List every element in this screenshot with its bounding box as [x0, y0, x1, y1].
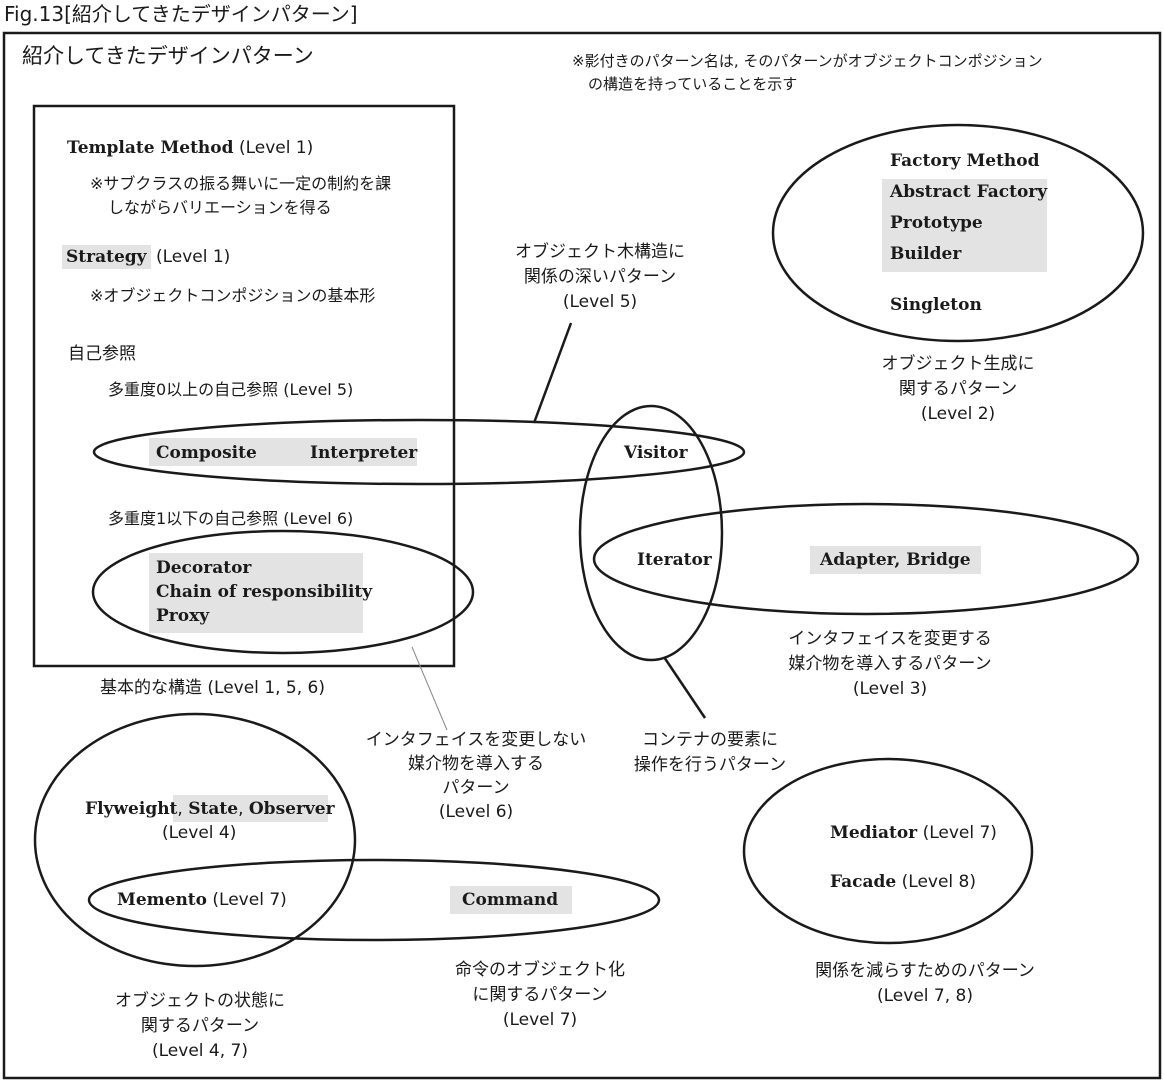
state-label-line: 関するパターン	[140, 1016, 260, 1036]
prototype-label: Prototype	[890, 213, 983, 233]
command-patterns-label: 命令のオブジェクト化 に関するパターン (Level 7)	[430, 958, 650, 1033]
relation-label-line: (Level 7, 8)	[877, 986, 973, 1006]
chain-of-responsibility-label: Chain of responsibility	[156, 582, 373, 602]
visitor-label: Visitor	[624, 443, 688, 463]
tree-label-line: 関係の深いパターン	[523, 267, 677, 287]
template-method-entry: Template Method (Level 1)	[67, 136, 313, 160]
facade-label: Facade	[830, 872, 897, 892]
state-observer-shade	[173, 795, 328, 822]
command-label-line: (Level 7)	[502, 1010, 578, 1030]
no-interface-label-line: 媒介物を導入する	[408, 754, 544, 774]
adapter-bridge-label: Adapter, Bridge	[810, 546, 981, 574]
tree-connector	[532, 322, 573, 424]
facade-level: (Level 8)	[901, 872, 976, 892]
interface-label-line: インタフェイスを変更する	[788, 629, 992, 649]
creation-shade	[882, 179, 1047, 272]
command-label-line: に関するパターン	[472, 985, 608, 1005]
state-ellipse	[33, 712, 357, 968]
decorator-group-shade	[149, 553, 363, 633]
template-note-line: ※サブクラスの振る舞いに一定の制約を課	[90, 174, 392, 193]
tree-label-line: (Level 5)	[562, 292, 638, 312]
relation-patterns-label: 関係を減らすためのパターン (Level 7, 8)	[790, 959, 1060, 1009]
creation-patterns-label: オブジェクト生成に 関するパターン (Level 2)	[838, 352, 1078, 427]
tree-patterns-label: オブジェクト木構造に 関係の深いパターン (Level 5)	[480, 240, 720, 315]
composite-ellipse	[92, 418, 746, 486]
strategy-label: Strategy	[62, 245, 151, 269]
no-interface-label-line: パターン	[442, 778, 510, 798]
memento-label: Memento	[117, 890, 207, 910]
composite-interpreter-shade	[149, 438, 417, 466]
mediator-level: (Level 7)	[922, 823, 997, 843]
decorator-ellipse	[91, 529, 475, 655]
tree-label-line: オブジェクト木構造に	[515, 242, 685, 262]
relation-ellipse	[742, 757, 1034, 945]
singleton-label: Singleton	[890, 295, 982, 315]
frame-title: 紹介してきたデザインパターン	[22, 44, 314, 68]
composite-label: Composite	[156, 443, 257, 463]
basic-structure-box	[32, 104, 456, 668]
mediator-label: Mediator	[830, 823, 918, 843]
no-interface-connector	[411, 646, 448, 731]
container-patterns-label: コンテナの要素に 操作を行うパターン	[600, 728, 820, 778]
template-note-line: しながらバリエーションを得る	[108, 198, 332, 217]
factory-method-label: Factory Method	[890, 151, 1040, 171]
creation-ellipse	[771, 123, 1145, 343]
container-label-line: 操作を行うパターン	[633, 755, 787, 775]
command-label-line: 命令のオブジェクト化	[455, 960, 625, 980]
no-interface-patterns-label: インタフェイスを変更しない 媒介物を導入する パターン (Level 6)	[346, 728, 606, 824]
memento-entry: Memento (Level 7)	[117, 888, 287, 912]
mediator-entry: Mediator (Level 7)	[830, 821, 997, 845]
proxy-label: Proxy	[156, 606, 210, 626]
creation-label-line: 関するパターン	[898, 379, 1018, 399]
no-interface-label-line: インタフェイスを変更しない	[365, 730, 587, 750]
figure-caption: Fig.13[紹介してきたデザインパターン]	[4, 2, 358, 26]
command-ellipse	[87, 858, 661, 942]
abstract-factory-label: Abstract Factory	[890, 182, 1048, 202]
template-method-level: (Level 1)	[238, 138, 314, 158]
state-label-line: (Level 4, 7)	[152, 1041, 248, 1061]
command-label: Command	[450, 886, 573, 914]
strategy-level: (Level 1)	[155, 247, 231, 267]
self-reference-heading: 自己参照	[68, 344, 136, 364]
interface-patterns-label: インタフェイスを変更する 媒介物を導入するパターン (Level 3)	[760, 627, 1020, 702]
flyweight-state-observer-line: Flyweight, State, Observer	[85, 799, 335, 819]
outer-frame	[2, 31, 1162, 1080]
basic-structure-caption: 基本的な構造 (Level 1, 5, 6)	[100, 678, 326, 698]
strategy-entry: Strategy (Level 1)	[62, 245, 230, 269]
state-label: State	[188, 799, 239, 819]
shadow-note: ※影付きのパターン名は, そのパターンがオブジェクトコンポジション の構造を持っ…	[572, 50, 1043, 96]
state-label-line: オブジェクトの状態に	[115, 991, 285, 1011]
interface-label-line: 媒介物を導入するパターン	[788, 654, 992, 674]
multiplicity-1-heading: 多重度1以下の自己参照 (Level 6)	[108, 509, 354, 528]
no-interface-label-line: (Level 6)	[438, 802, 514, 822]
multiplicity-0-heading: 多重度0以上の自己参照 (Level 5)	[108, 380, 354, 399]
visitor-ellipse	[578, 404, 724, 662]
container-connector	[662, 656, 707, 719]
flyweight-label: Flyweight	[85, 799, 178, 819]
facade-entry: Facade (Level 8)	[830, 870, 976, 894]
state-patterns-label: オブジェクトの状態に 関するパターン (Level 4, 7)	[90, 989, 310, 1064]
template-method-label: Template Method	[67, 138, 234, 158]
memento-level: (Level 7)	[212, 890, 287, 910]
relation-label-line: 関係を減らすためのパターン	[815, 961, 1035, 981]
builder-label: Builder	[890, 244, 962, 264]
interface-label-line: (Level 3)	[852, 679, 928, 699]
shadow-note-line: ※影付きのパターン名は, そのパターンがオブジェクトコンポジション	[572, 52, 1043, 70]
strategy-note: ※オブジェクトコンポジションの基本形	[90, 286, 376, 305]
interpreter-label: Interpreter	[310, 443, 418, 463]
observer-label: Observer	[248, 799, 335, 819]
shadow-note-line: の構造を持っていることを示す	[588, 75, 798, 93]
template-note: ※サブクラスの振る舞いに一定の制約を課 しながらバリエーションを得る	[90, 172, 391, 220]
iterator-label: Iterator	[637, 550, 712, 570]
creation-label-line: オブジェクト生成に	[881, 354, 1035, 374]
flyweight-level: (Level 4)	[162, 823, 237, 843]
creation-label-line: (Level 2)	[920, 404, 996, 424]
interface-ellipse	[592, 502, 1140, 616]
decorator-label: Decorator	[156, 558, 252, 578]
container-label-line: コンテナの要素に	[642, 730, 778, 750]
